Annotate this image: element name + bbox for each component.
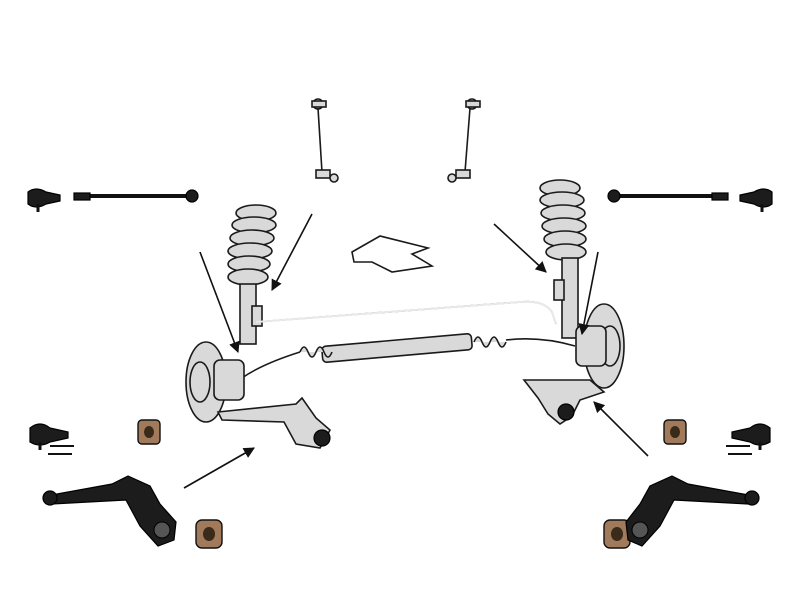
direction-arrow-icon xyxy=(351,235,435,273)
lower-control-arm-installed-right xyxy=(522,379,606,425)
bushing-large-left xyxy=(195,519,223,549)
coil-spring-strut-left xyxy=(227,204,277,345)
lower-control-arm-loose-right xyxy=(625,475,760,547)
steering-rack xyxy=(241,333,576,379)
ball-joint-left xyxy=(29,423,74,455)
brake-disc-right xyxy=(575,303,625,389)
bushing-large-right xyxy=(603,519,631,549)
ball-joint-right xyxy=(726,423,771,455)
bushing-small-right xyxy=(663,419,687,445)
lower-control-arm-loose-left xyxy=(42,475,177,547)
tie-rod-right xyxy=(607,189,729,203)
lower-control-arm-installed-left xyxy=(216,396,332,449)
stabilizer-link-right xyxy=(447,98,481,183)
coil-spring-strut-right xyxy=(539,179,587,339)
stabilizer-link-left xyxy=(311,98,339,183)
stabilizer-bar xyxy=(255,300,557,325)
tie-rod-left xyxy=(73,189,199,203)
bushing-small-left xyxy=(137,419,161,445)
brake-disc-left xyxy=(185,341,245,423)
tie-rod-end-right xyxy=(739,188,773,212)
callout-arrows xyxy=(183,213,649,489)
tie-rod-end-left xyxy=(27,188,61,212)
